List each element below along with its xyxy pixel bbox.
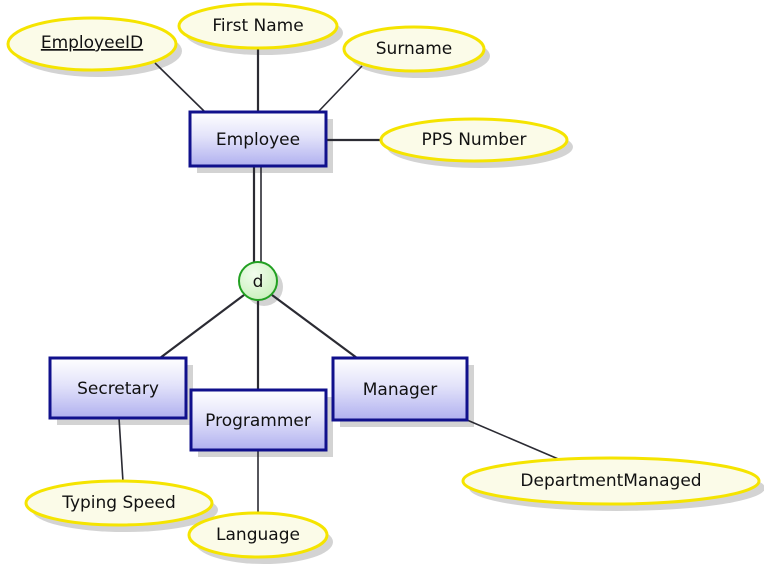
attribute-language[interactable]: Language bbox=[187, 511, 329, 559]
attribute-surname-ellipse[interactable] bbox=[342, 25, 486, 73]
entity-manager-label: Manager bbox=[363, 380, 438, 400]
attribute-first-name-label: First Name bbox=[212, 16, 303, 36]
entity-manager[interactable]: Manager bbox=[331, 356, 469, 422]
edge-secretary-to-typing-speed bbox=[118, 417, 124, 483]
attribute-typing-speed[interactable]: Typing Speed bbox=[24, 479, 214, 527]
attribute-department-managed-ellipse[interactable] bbox=[461, 456, 761, 506]
edge-employee-id-to-employee bbox=[154, 62, 206, 113]
disjoint-node-label: d bbox=[253, 272, 264, 292]
attribute-pps-number-label: PPS Number bbox=[422, 130, 527, 150]
entity-programmer[interactable]: Programmer bbox=[189, 388, 328, 452]
attribute-typing-speed-ellipse[interactable] bbox=[24, 479, 214, 527]
attribute-language-label: Language bbox=[216, 525, 300, 545]
edge-layer bbox=[118, 48, 564, 514]
attribute-typing-speed-label: Typing Speed bbox=[61, 493, 176, 513]
entity-employee-label: Employee bbox=[216, 130, 300, 150]
entity-secretary-box[interactable] bbox=[48, 356, 188, 420]
entity-programmer-label: Programmer bbox=[205, 411, 311, 431]
disjoint-node[interactable]: d bbox=[238, 261, 278, 301]
attribute-employee-id-label: EmployeeID bbox=[41, 33, 143, 53]
attribute-department-managed[interactable]: DepartmentManaged bbox=[461, 456, 761, 506]
attribute-employee-id[interactable]: EmployeeID bbox=[6, 16, 178, 72]
entity-manager-box[interactable] bbox=[331, 356, 469, 422]
disjoint-node-circle[interactable] bbox=[238, 261, 278, 301]
entity-secretary-label: Secretary bbox=[77, 379, 159, 399]
attribute-surname[interactable]: Surname bbox=[342, 25, 486, 73]
attribute-first-name-ellipse[interactable] bbox=[177, 2, 339, 50]
edge-surname-to-employee bbox=[317, 65, 363, 113]
entity-layer: Employee Secretary Programmer Manager bbox=[48, 110, 469, 452]
attribute-surname-label: Surname bbox=[376, 39, 452, 59]
entity-programmer-box[interactable] bbox=[189, 388, 328, 452]
attribute-department-managed-label: DepartmentManaged bbox=[520, 471, 701, 491]
edge-manager-to-department-managed bbox=[466, 419, 564, 462]
attribute-pps-number[interactable]: PPS Number bbox=[379, 117, 569, 163]
edge-disjoint-to-secretary bbox=[159, 294, 245, 359]
edge-disjoint-to-manager bbox=[271, 294, 358, 359]
entity-employee[interactable]: Employee bbox=[188, 110, 328, 168]
attribute-employee-id-ellipse[interactable] bbox=[6, 16, 178, 72]
attribute-pps-number-ellipse[interactable] bbox=[379, 117, 569, 163]
entity-secretary[interactable]: Secretary bbox=[48, 356, 188, 420]
attribute-first-name[interactable]: First Name bbox=[177, 2, 339, 50]
entity-employee-box[interactable] bbox=[188, 110, 328, 168]
attribute-language-ellipse[interactable] bbox=[187, 511, 329, 559]
attribute-layer: EmployeeID First Name Surname PPS Number… bbox=[6, 2, 761, 559]
